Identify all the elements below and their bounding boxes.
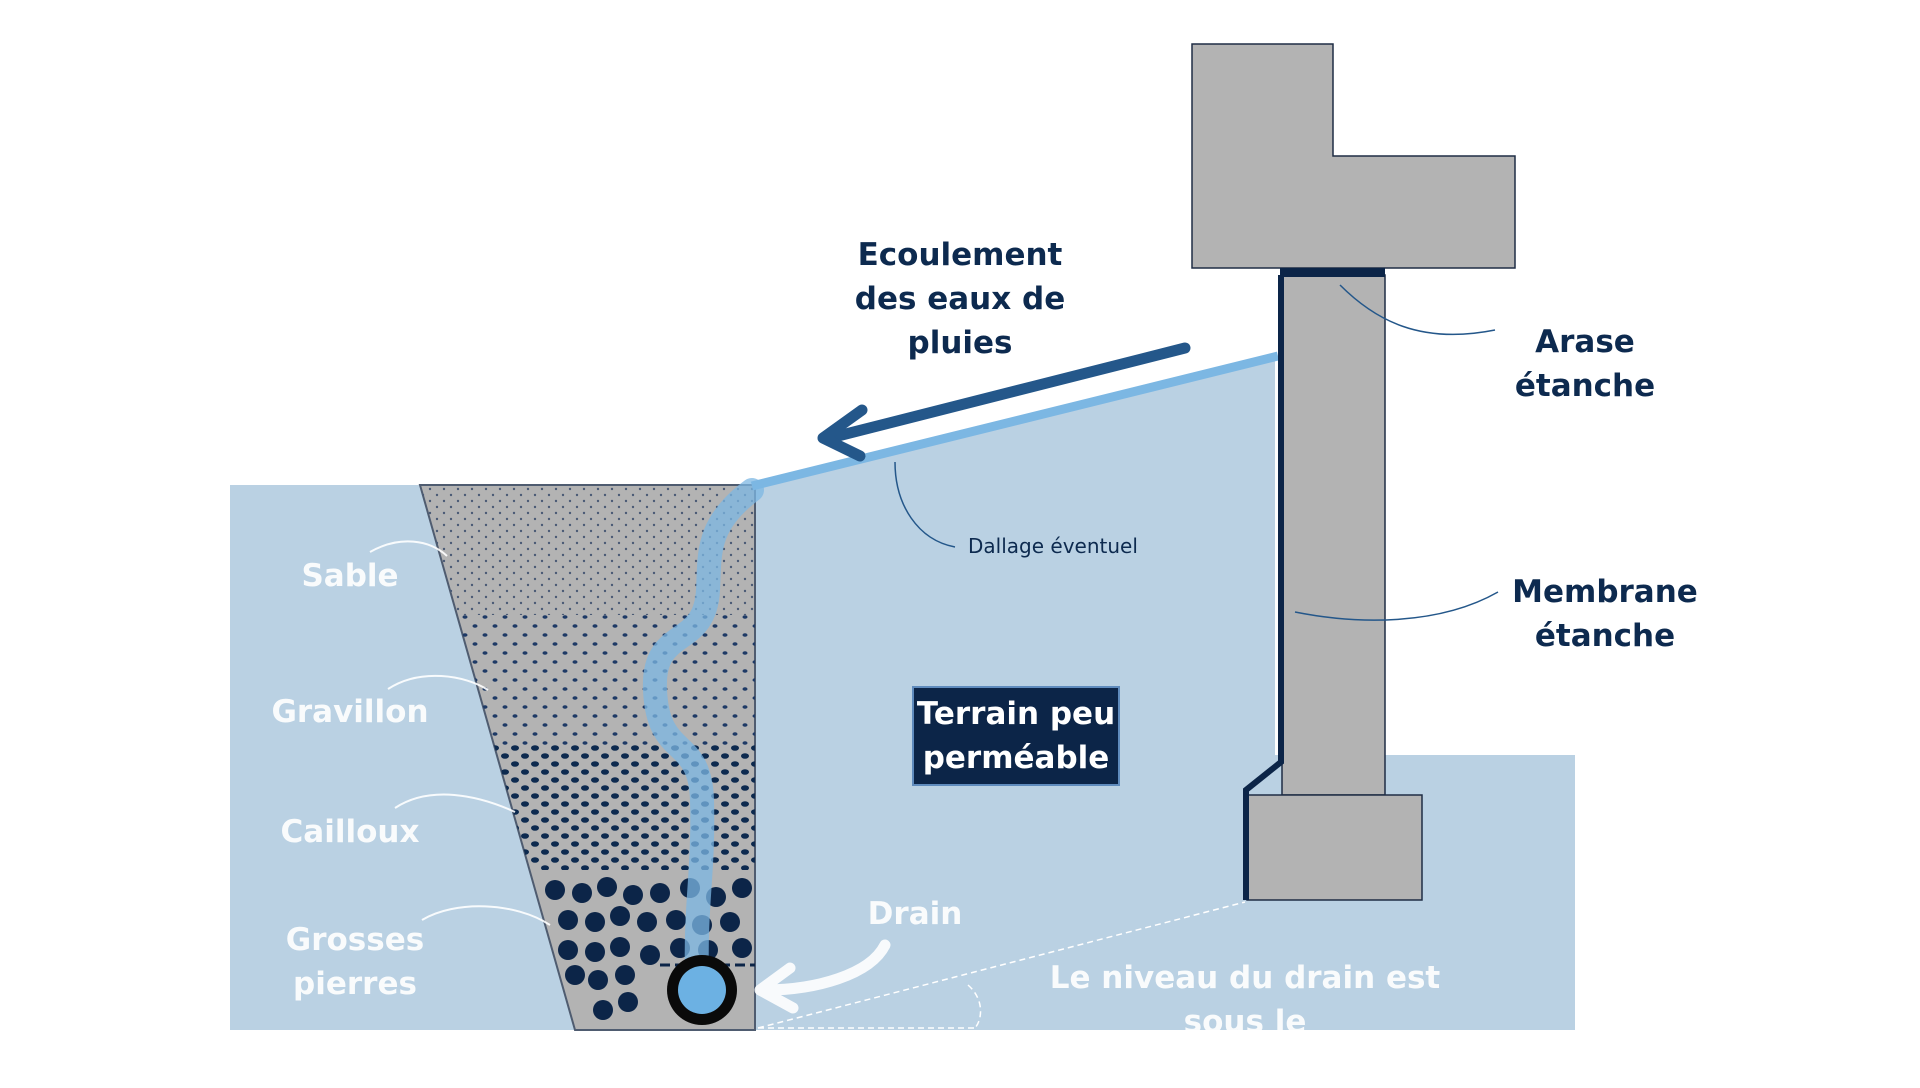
- wall: [1281, 274, 1386, 796]
- drain-pipe: [660, 955, 755, 1025]
- cailloux-label: Cailloux: [280, 814, 420, 850]
- damp-proof-course: [1280, 268, 1385, 277]
- foundation-structure: [1191, 43, 1516, 901]
- water-seepage: [642, 478, 764, 987]
- paving-strip: [750, 351, 1280, 491]
- flow-label-line3: pluies: [907, 325, 1013, 361]
- ground-left: [230, 485, 575, 1030]
- drain-label: Drain: [867, 896, 963, 932]
- arase-label-line2: étanche: [1514, 368, 1656, 404]
- flow-label: Ecoulement des eaux de pluies: [835, 233, 1085, 365]
- grosses-pierres-label: Grosses pierres: [275, 918, 435, 1006]
- floor-slab: [1191, 43, 1516, 269]
- terrain-label-line1: Terrain peu: [916, 696, 1116, 732]
- flow-label-line2: des eaux de: [854, 281, 1066, 317]
- arase-label-line1: Arase: [1535, 324, 1635, 360]
- flow-arrow: [817, 342, 1191, 462]
- niveau-label-line1: Le niveau du drain est sous le: [1049, 960, 1441, 1040]
- footing: [1246, 794, 1423, 901]
- gravillon-label: Gravillon: [271, 694, 429, 730]
- flow-label-line1: Ecoulement: [857, 237, 1063, 273]
- waterproof-membrane: [1243, 275, 1284, 900]
- grosses-pierres-line2: pierres: [293, 966, 417, 1002]
- terrain-label: Terrain peu perméable: [912, 686, 1120, 786]
- membrane-label-line2: étanche: [1534, 618, 1676, 654]
- arase-label: Arase étanche: [1485, 320, 1685, 408]
- membrane-label: Membrane étanche: [1500, 570, 1710, 658]
- dallage-label: Dallage éventuel: [968, 534, 1138, 558]
- membrane-label-line1: Membrane: [1512, 574, 1698, 610]
- terrain-label-line2: perméable: [922, 740, 1110, 776]
- niveau-label: Le niveau du drain est sous le niveau de…: [1005, 956, 1485, 1088]
- sable-label: Sable: [301, 558, 399, 594]
- grosses-pierres-line1: Grosses: [285, 922, 425, 958]
- niveau-label-line2: niveau des fondations: [1051, 1048, 1439, 1084]
